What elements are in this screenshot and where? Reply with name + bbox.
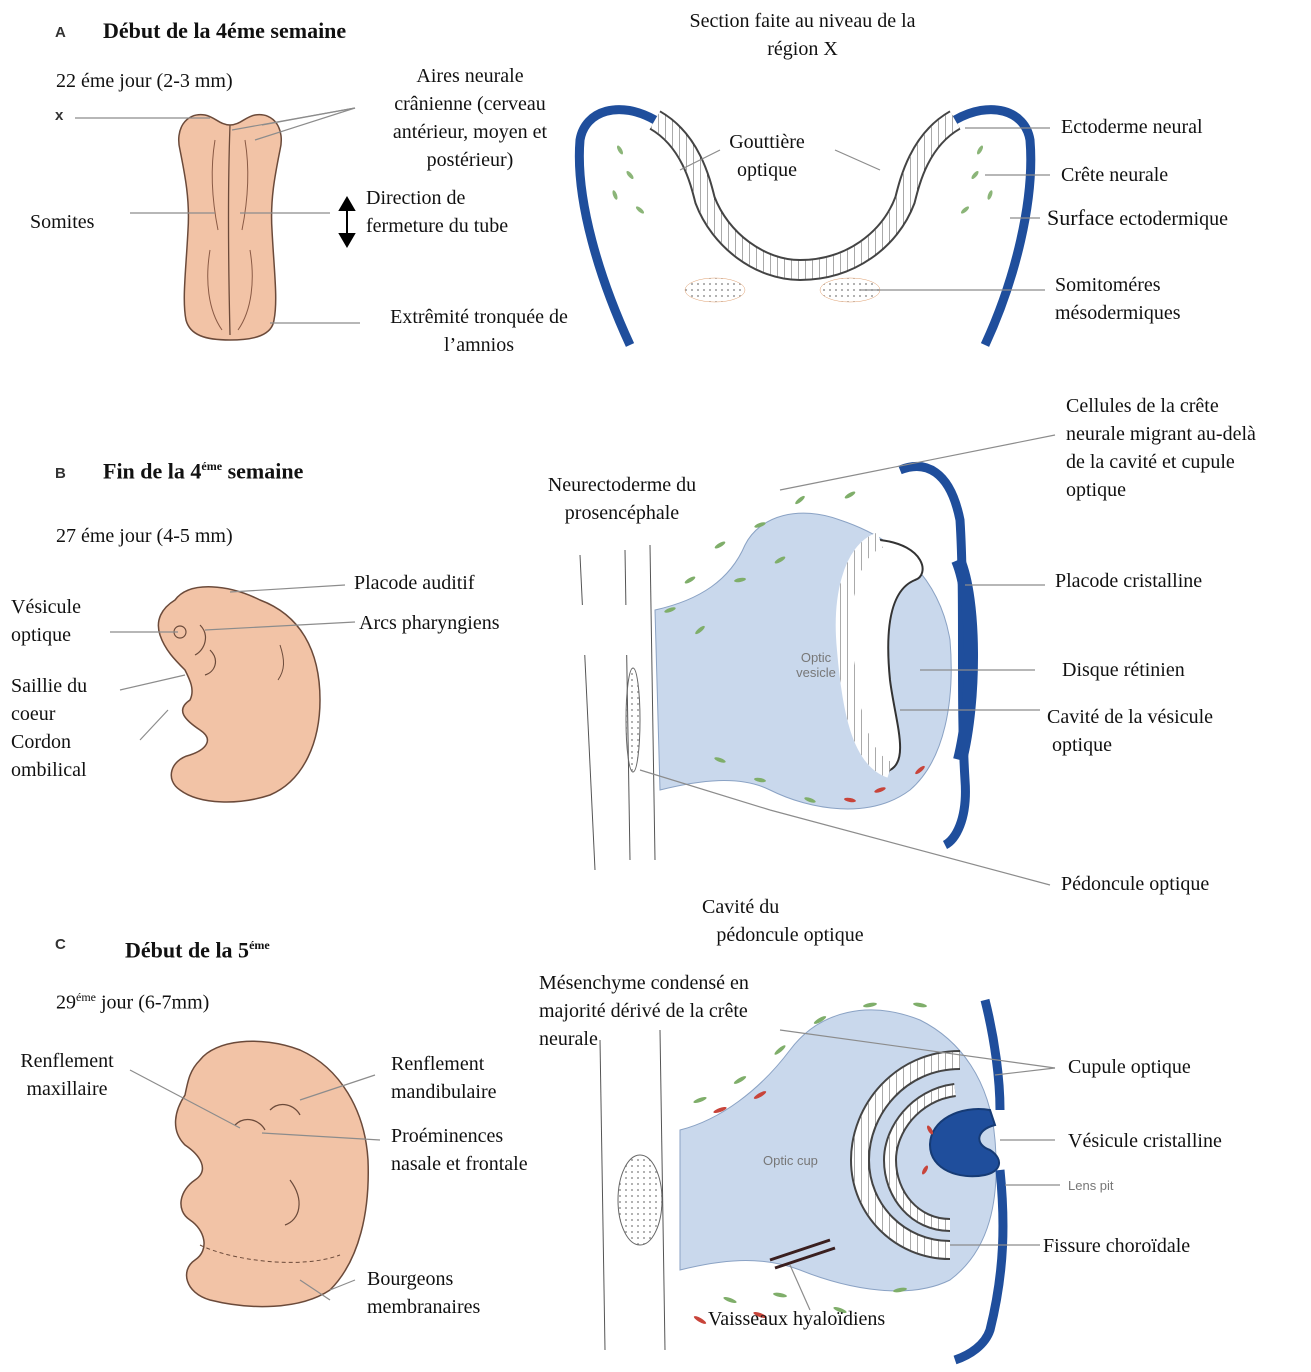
label-placode-cristalline: Placode cristalline [1055, 567, 1202, 595]
label-gouttiere-optique: Gouttière optique [712, 128, 822, 184]
label-extremite-amnios: Extrêmité tronquée de l’amnios [368, 303, 590, 359]
label-arcs-pharyngiens: Arcs pharyngiens [359, 609, 500, 637]
panel-a-title: Début de la 4éme semaine [103, 17, 346, 45]
panel-b-day: 27 éme jour (4-5 mm) [56, 522, 233, 550]
label-saillie-coeur: Saillie du coeur [11, 672, 87, 728]
label-renflement-mandibulaire: Renflement mandibulaire [391, 1050, 497, 1106]
panel-b-title: Fin de la 4éme semaine [103, 452, 303, 485]
label-vesicule-optique: Vésicule optique [11, 593, 81, 649]
label-somitomeres: Somitoméres mésodermiques [1055, 271, 1181, 327]
label-placode-auditif: Placode auditif [354, 569, 475, 597]
panel-c-day: 29éme jour (6-7mm) [56, 983, 209, 1017]
label-disque-retinien: Disque rétinien [1062, 656, 1185, 684]
embryo-27-day [158, 587, 320, 802]
label-aires-neurales: Aires neurale crânienne (cerveau antérie… [370, 62, 570, 174]
label-mesenchyme: Mésenchyme condensé en majorité dérivé d… [539, 969, 749, 1053]
label-fissure-choroidale: Fissure choroïdale [1043, 1232, 1190, 1260]
label-renflement-maxillaire: Renflement maxillaire [6, 1047, 128, 1103]
label-lens-pit: Lens pit [1068, 1178, 1114, 1193]
label-proeminences: Proéminences nasale et frontale [391, 1122, 528, 1178]
panel-b-letter: B [55, 465, 66, 482]
label-section-region-x: Section faite au niveau de la région X [655, 7, 950, 63]
direction-arrow [340, 198, 354, 246]
label-bourgeons-membranaires: Bourgeons membranaires [367, 1265, 480, 1321]
embryo-29-day [176, 1041, 369, 1306]
embryo-22-day [179, 115, 282, 340]
panel-a-day: 22 éme jour (2-3 mm) [56, 67, 233, 95]
panel-c-title: Début de la 5éme [125, 931, 270, 964]
label-cellules-crete: Cellules de la crête neurale migrant au-… [1066, 392, 1256, 504]
label-optic-cup: Optic cup [763, 1153, 818, 1168]
label-ectoderme-neural: Ectoderme neural [1061, 113, 1203, 141]
label-cupule-optique: Cupule optique [1068, 1053, 1191, 1081]
label-optic-vesicle: Optic vesicle [786, 650, 846, 680]
label-vaisseaux-hyaloidiens: Vaisseaux hyaloïdiens [708, 1305, 885, 1333]
label-cavite-vesicule: Cavité de la vésicule optique [1047, 703, 1213, 759]
label-crete-neurale: Crête neurale [1061, 161, 1168, 189]
label-neurectoderme: Neurectoderme du prosencéphale [532, 471, 712, 527]
panel-a-x-marker: x [55, 107, 63, 124]
label-surface-ectodermique: Surface ectodermique [1047, 204, 1228, 233]
label-cordon-ombilical: Cordon ombilical [11, 728, 87, 784]
panel-c-letter: C [55, 936, 66, 953]
optic-vesicle-section [575, 467, 971, 870]
label-somites: Somites [30, 208, 94, 236]
label-direction-fermeture: Direction de fermeture du tube [366, 184, 508, 240]
label-vesicule-cristalline: Vésicule cristalline [1068, 1127, 1222, 1155]
label-cavite-pedoncule: Cavité du pédoncule optique [690, 893, 890, 949]
panel-a-letter: A [55, 24, 66, 41]
label-pedoncule-optique: Pédoncule optique [1061, 870, 1209, 898]
